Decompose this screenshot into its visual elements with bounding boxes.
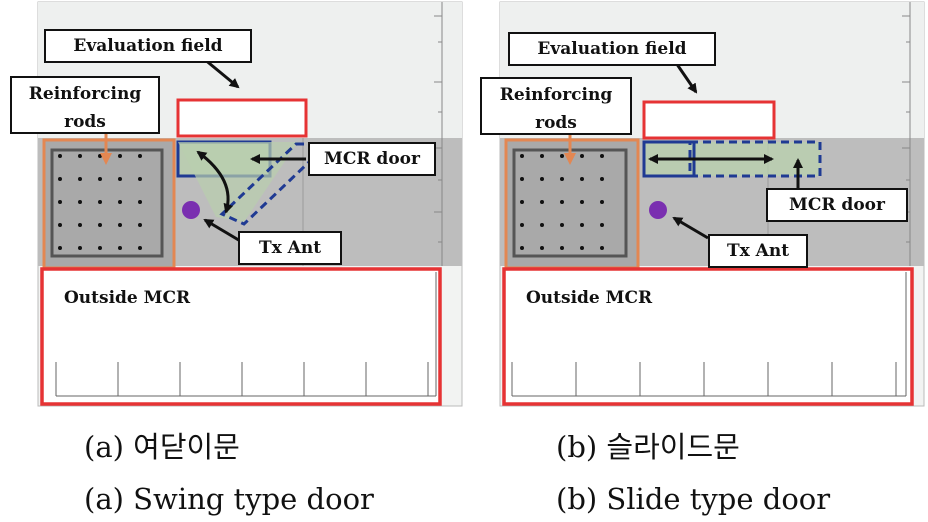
mcr-door-label: MCR door [766,188,908,222]
tx-ant-label: Tx Ant [238,231,342,265]
panel-swing-door: Evaluation field Reinforcing rods MCR do… [10,1,463,407]
door-open-position [219,142,332,226]
tx-antenna [182,201,200,219]
caption-b-english: (b) Slide type door [556,482,831,516]
mcr-door-label: MCR door [308,142,436,176]
outside-mcr-label: Outside MCR [64,288,191,308]
evaluation-field-label: Evaluation field [508,32,716,66]
panel-slide-door: Evaluation field Reinforcing rods MCR do… [480,1,925,407]
door-open-position [688,140,822,178]
outside-mcr-box [502,267,914,406]
caption-b-korean: (b) 슬라이드문 [556,430,740,464]
outside-mcr-label: Outside MCR [526,288,653,308]
reinforcing-rods-label: Reinforcing rods [480,77,632,135]
reinforcing-rods-box [42,138,176,270]
arrow-tx-ant [203,218,243,244]
rod-dots [520,154,604,250]
evaluation-field-box [176,98,308,138]
bottom-ruler [511,272,907,397]
caption-a-korean: (a) 여닫이문 [84,430,240,464]
slide-door-diagram [499,1,925,407]
bottom-ruler [55,272,437,397]
evaluation-field-box [642,100,776,140]
rod-dots [58,154,142,250]
arrow-door-swing [196,150,234,214]
right-ruler [434,2,443,266]
tx-ant-label: Tx Ant [708,234,808,268]
arrow-tx-ant [672,216,709,240]
outside-mcr-box [40,267,442,406]
tx-antenna [649,201,667,219]
reinforcing-rods-label: Reinforcing rods [10,76,160,134]
evaluation-field-label: Evaluation field [44,29,252,63]
caption-a-english: (a) Swing type door [84,482,374,516]
reinforcing-rods-box [504,138,640,270]
